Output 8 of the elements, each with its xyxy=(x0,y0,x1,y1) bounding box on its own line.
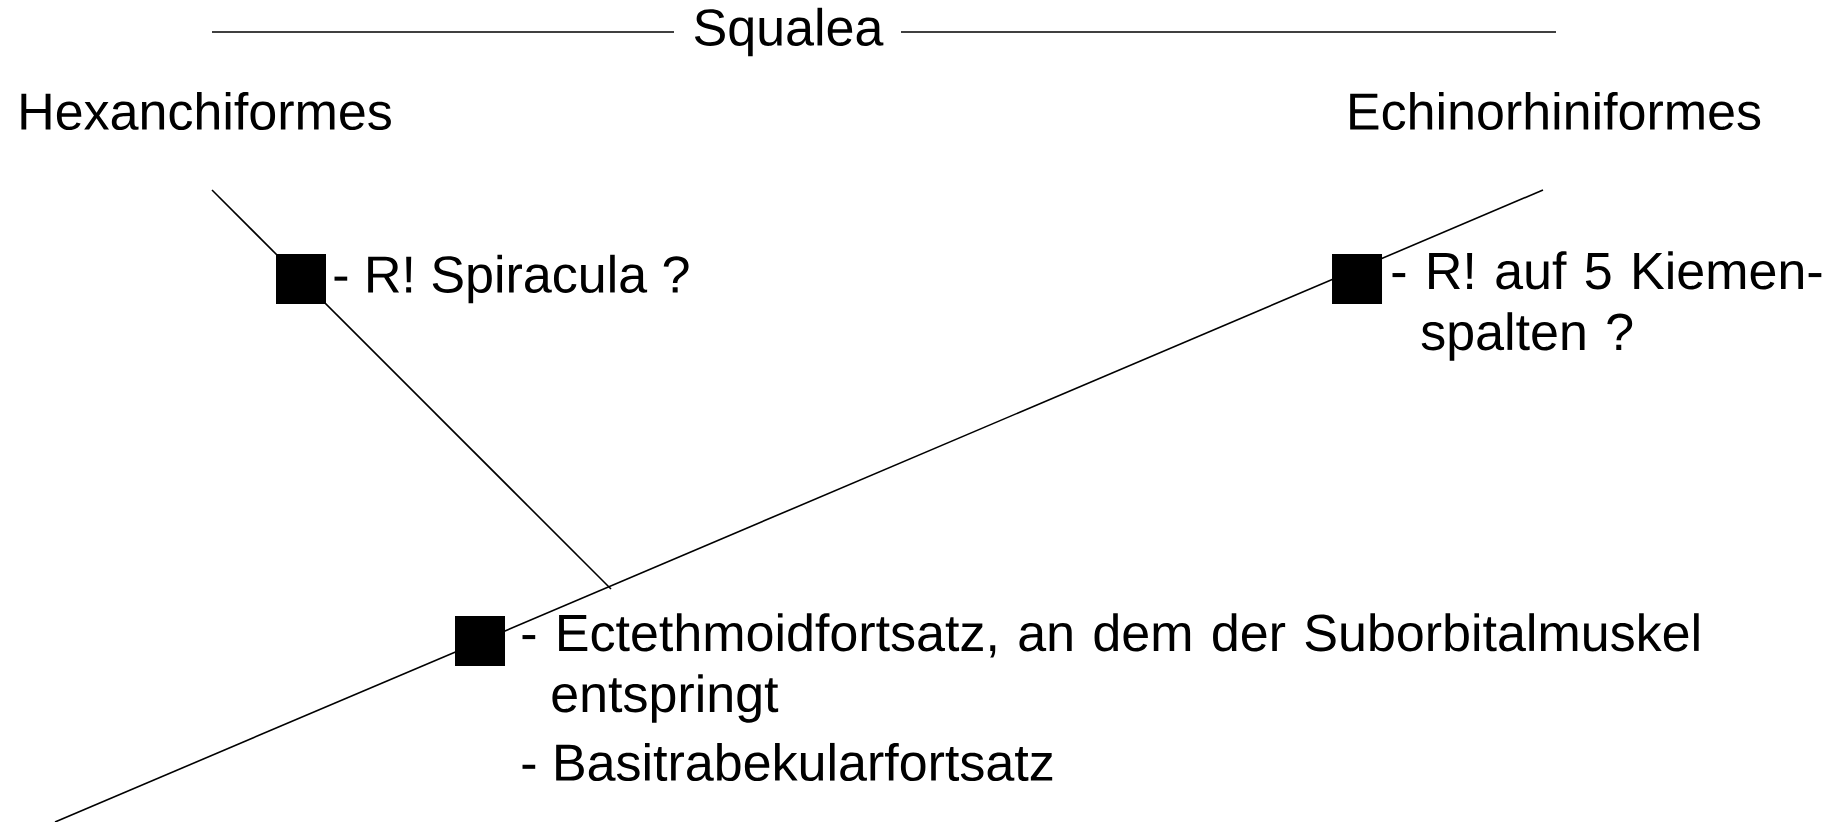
taxon-label: Echinorhiniformes xyxy=(1350,91,1761,131)
character-text: - Basitrabekularfortsatz xyxy=(522,742,1053,782)
character-text: - R! Spiracula ? xyxy=(334,254,689,304)
character-text: - R! auf 5 Kiemen- spalten ? xyxy=(1392,251,1822,361)
branch-line xyxy=(54,189,1544,822)
clade-title: Squalea xyxy=(694,7,884,57)
taxon-label: Hexanchiformes xyxy=(21,91,391,131)
character-text: - Ectethmoidfortsatz, an dem der Suborbitalmuskel entspringt xyxy=(522,613,1699,723)
